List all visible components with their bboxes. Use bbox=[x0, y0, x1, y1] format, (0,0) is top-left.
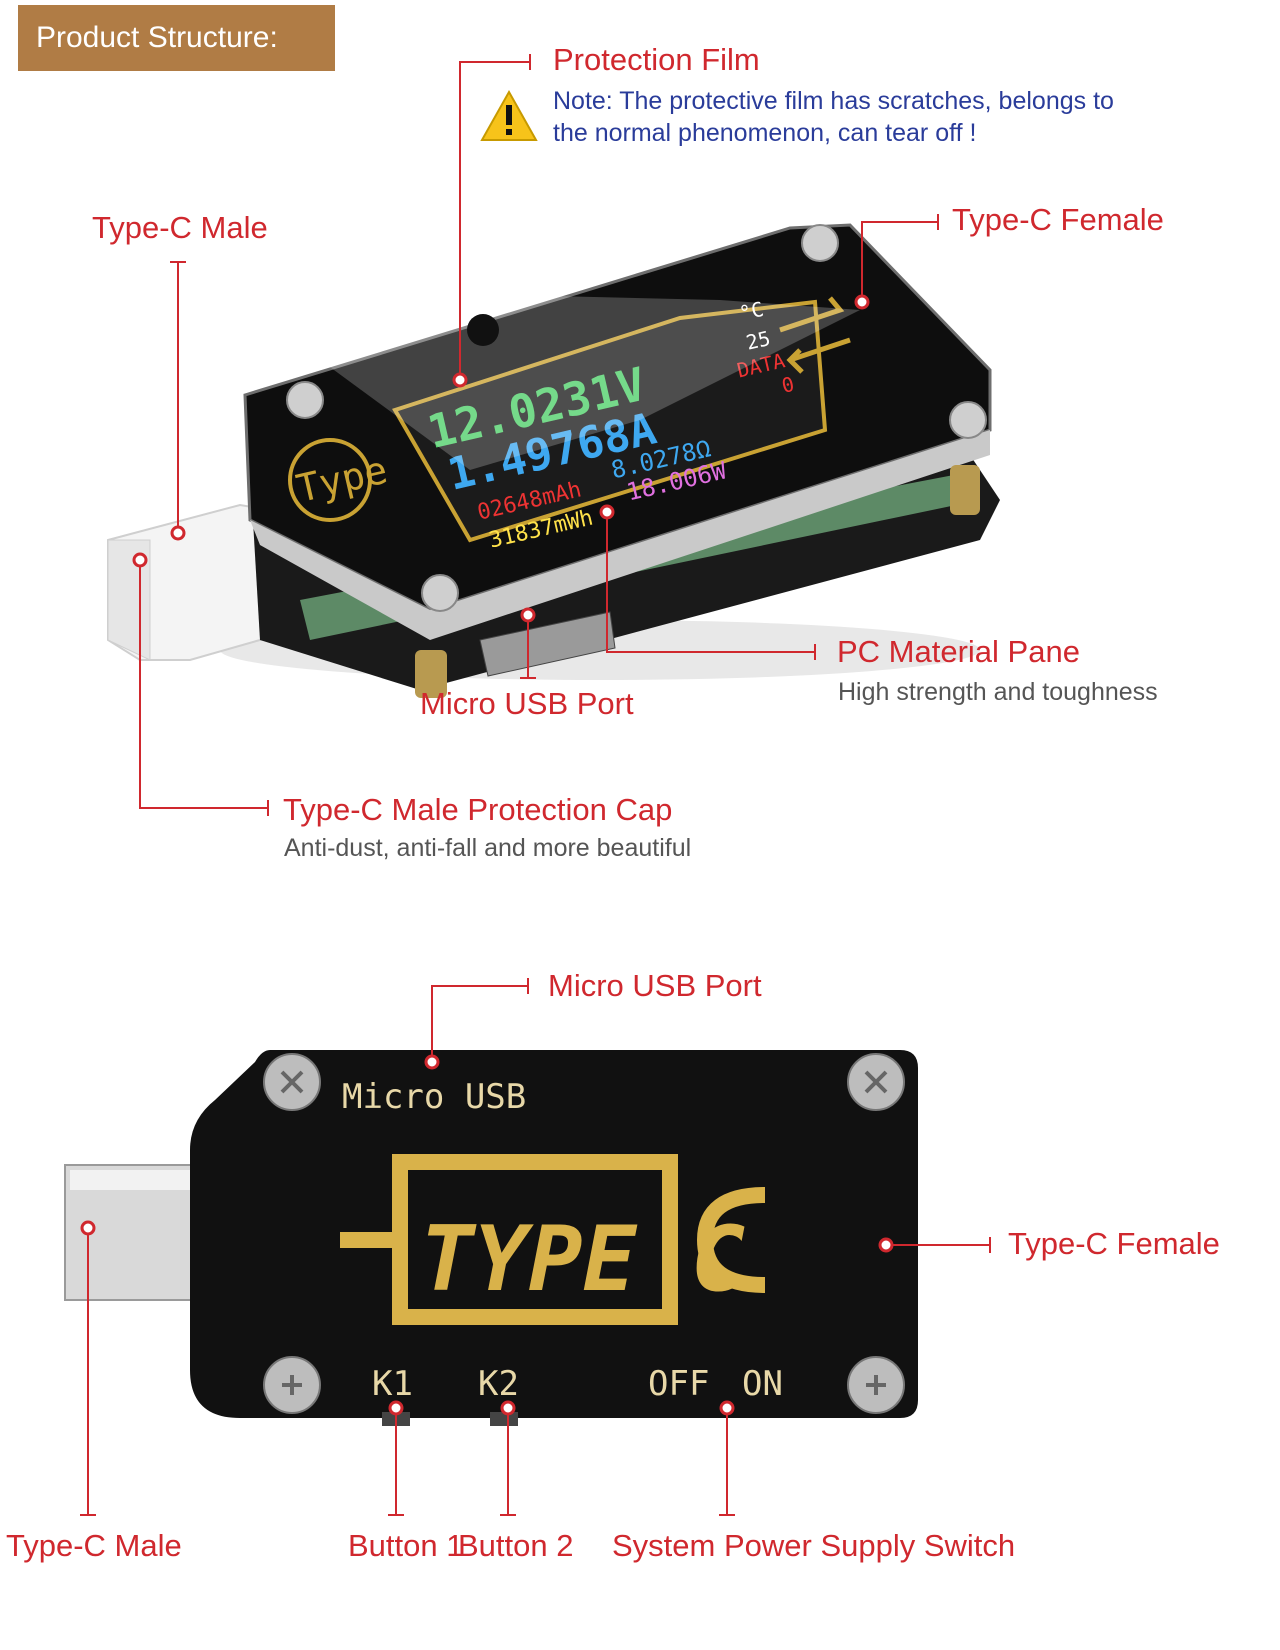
protection-film-note-line2: the normal phenomenon, can tear off ! bbox=[553, 119, 977, 147]
power-switch-label: System Power Supply Switch bbox=[612, 1528, 1016, 1563]
type-c-logo bbox=[340, 1154, 766, 1325]
micro-usb-port-label: Micro USB Port bbox=[420, 686, 634, 721]
silk-micro-usb: Micro USB bbox=[342, 1077, 526, 1117]
button-2-label: Button 2 bbox=[458, 1528, 574, 1563]
swap-arrows-icon bbox=[779, 296, 851, 374]
button-1-label: Button 1 bbox=[348, 1528, 464, 1563]
protection-cap-desc: Anti-dust, anti-fall and more beautiful bbox=[284, 834, 692, 862]
type-c-male-label: Type-C Male bbox=[92, 210, 268, 245]
bottom-micro-usb-port-label: Micro USB Port bbox=[548, 968, 762, 1003]
type-c-female-label: Type-C Female bbox=[952, 202, 1164, 237]
screen-data-value: 0 bbox=[779, 372, 796, 398]
bottom-logo-text: TYPE C bbox=[420, 1207, 745, 1312]
silk-off: OFF bbox=[648, 1364, 709, 1404]
silk-on: ON bbox=[742, 1364, 783, 1404]
silk-k1: K1 bbox=[372, 1364, 413, 1404]
protection-film-note-line1: Note: The protective film has scratches,… bbox=[553, 87, 1114, 115]
pc-material-pane-desc: High strength and toughness bbox=[838, 678, 1158, 706]
pc-material-pane-label: PC Material Pane bbox=[837, 634, 1080, 669]
silk-k2: K2 bbox=[478, 1364, 519, 1404]
section-title-badge: Product Structure: bbox=[18, 5, 335, 71]
warning-icon bbox=[480, 89, 538, 141]
bottom-type-c-male-label: Type-C Male bbox=[6, 1528, 182, 1563]
screen-temp-unit: °C bbox=[737, 297, 766, 326]
protection-cap-label: Type-C Male Protection Cap bbox=[283, 792, 673, 827]
screen-temp-value: 25 bbox=[744, 326, 773, 355]
protection-film-label: Protection Film bbox=[553, 42, 760, 77]
bottom-type-c-female-label: Type-C Female bbox=[1008, 1226, 1220, 1261]
